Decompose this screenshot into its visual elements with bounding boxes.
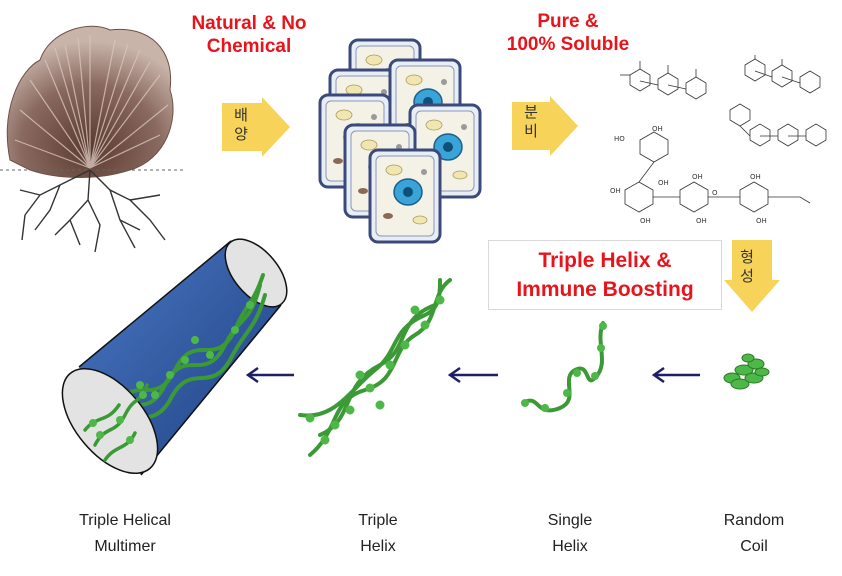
- mushroom-illustration: [0, 25, 185, 253]
- single-helix-illustration: [521, 321, 607, 413]
- random-coil-illustration: [723, 353, 770, 390]
- svg-text:OH: OH: [756, 217, 767, 225]
- culture-arrow-icon: [222, 97, 290, 157]
- pure-soluble-label: Pure & 100% Soluble: [506, 11, 630, 55]
- svg-text:OH: OH: [692, 173, 703, 181]
- svg-text:OH: OH: [696, 217, 707, 225]
- polysaccharide-structure: HO OH OH OH OH OH OH OH OH O: [610, 55, 827, 225]
- formation-arrow-icon: [724, 240, 780, 312]
- arrow-left-icon: [245, 366, 294, 384]
- arrow-left-icon: [651, 366, 700, 384]
- triple-helix-immune-label: Triple Helix & Immune Boosting: [488, 240, 722, 310]
- svg-text:O: O: [712, 189, 718, 197]
- arrow-left-icon: [447, 366, 498, 384]
- svg-text:OH: OH: [640, 217, 651, 225]
- triple-helical-multimer-illustration: [61, 238, 288, 476]
- triple-helix-illustration: [298, 278, 452, 457]
- secretion-arrow-icon: [512, 96, 578, 156]
- natural-no-chemical-label: Natural & No Chemical: [191, 13, 307, 57]
- svg-text:OH: OH: [652, 125, 663, 133]
- cell-culture-stack: [318, 38, 482, 244]
- svg-text:OH: OH: [610, 187, 621, 195]
- svg-text:OH: OH: [750, 173, 761, 181]
- svg-text:OH: OH: [658, 179, 669, 187]
- svg-text:HO: HO: [614, 135, 625, 143]
